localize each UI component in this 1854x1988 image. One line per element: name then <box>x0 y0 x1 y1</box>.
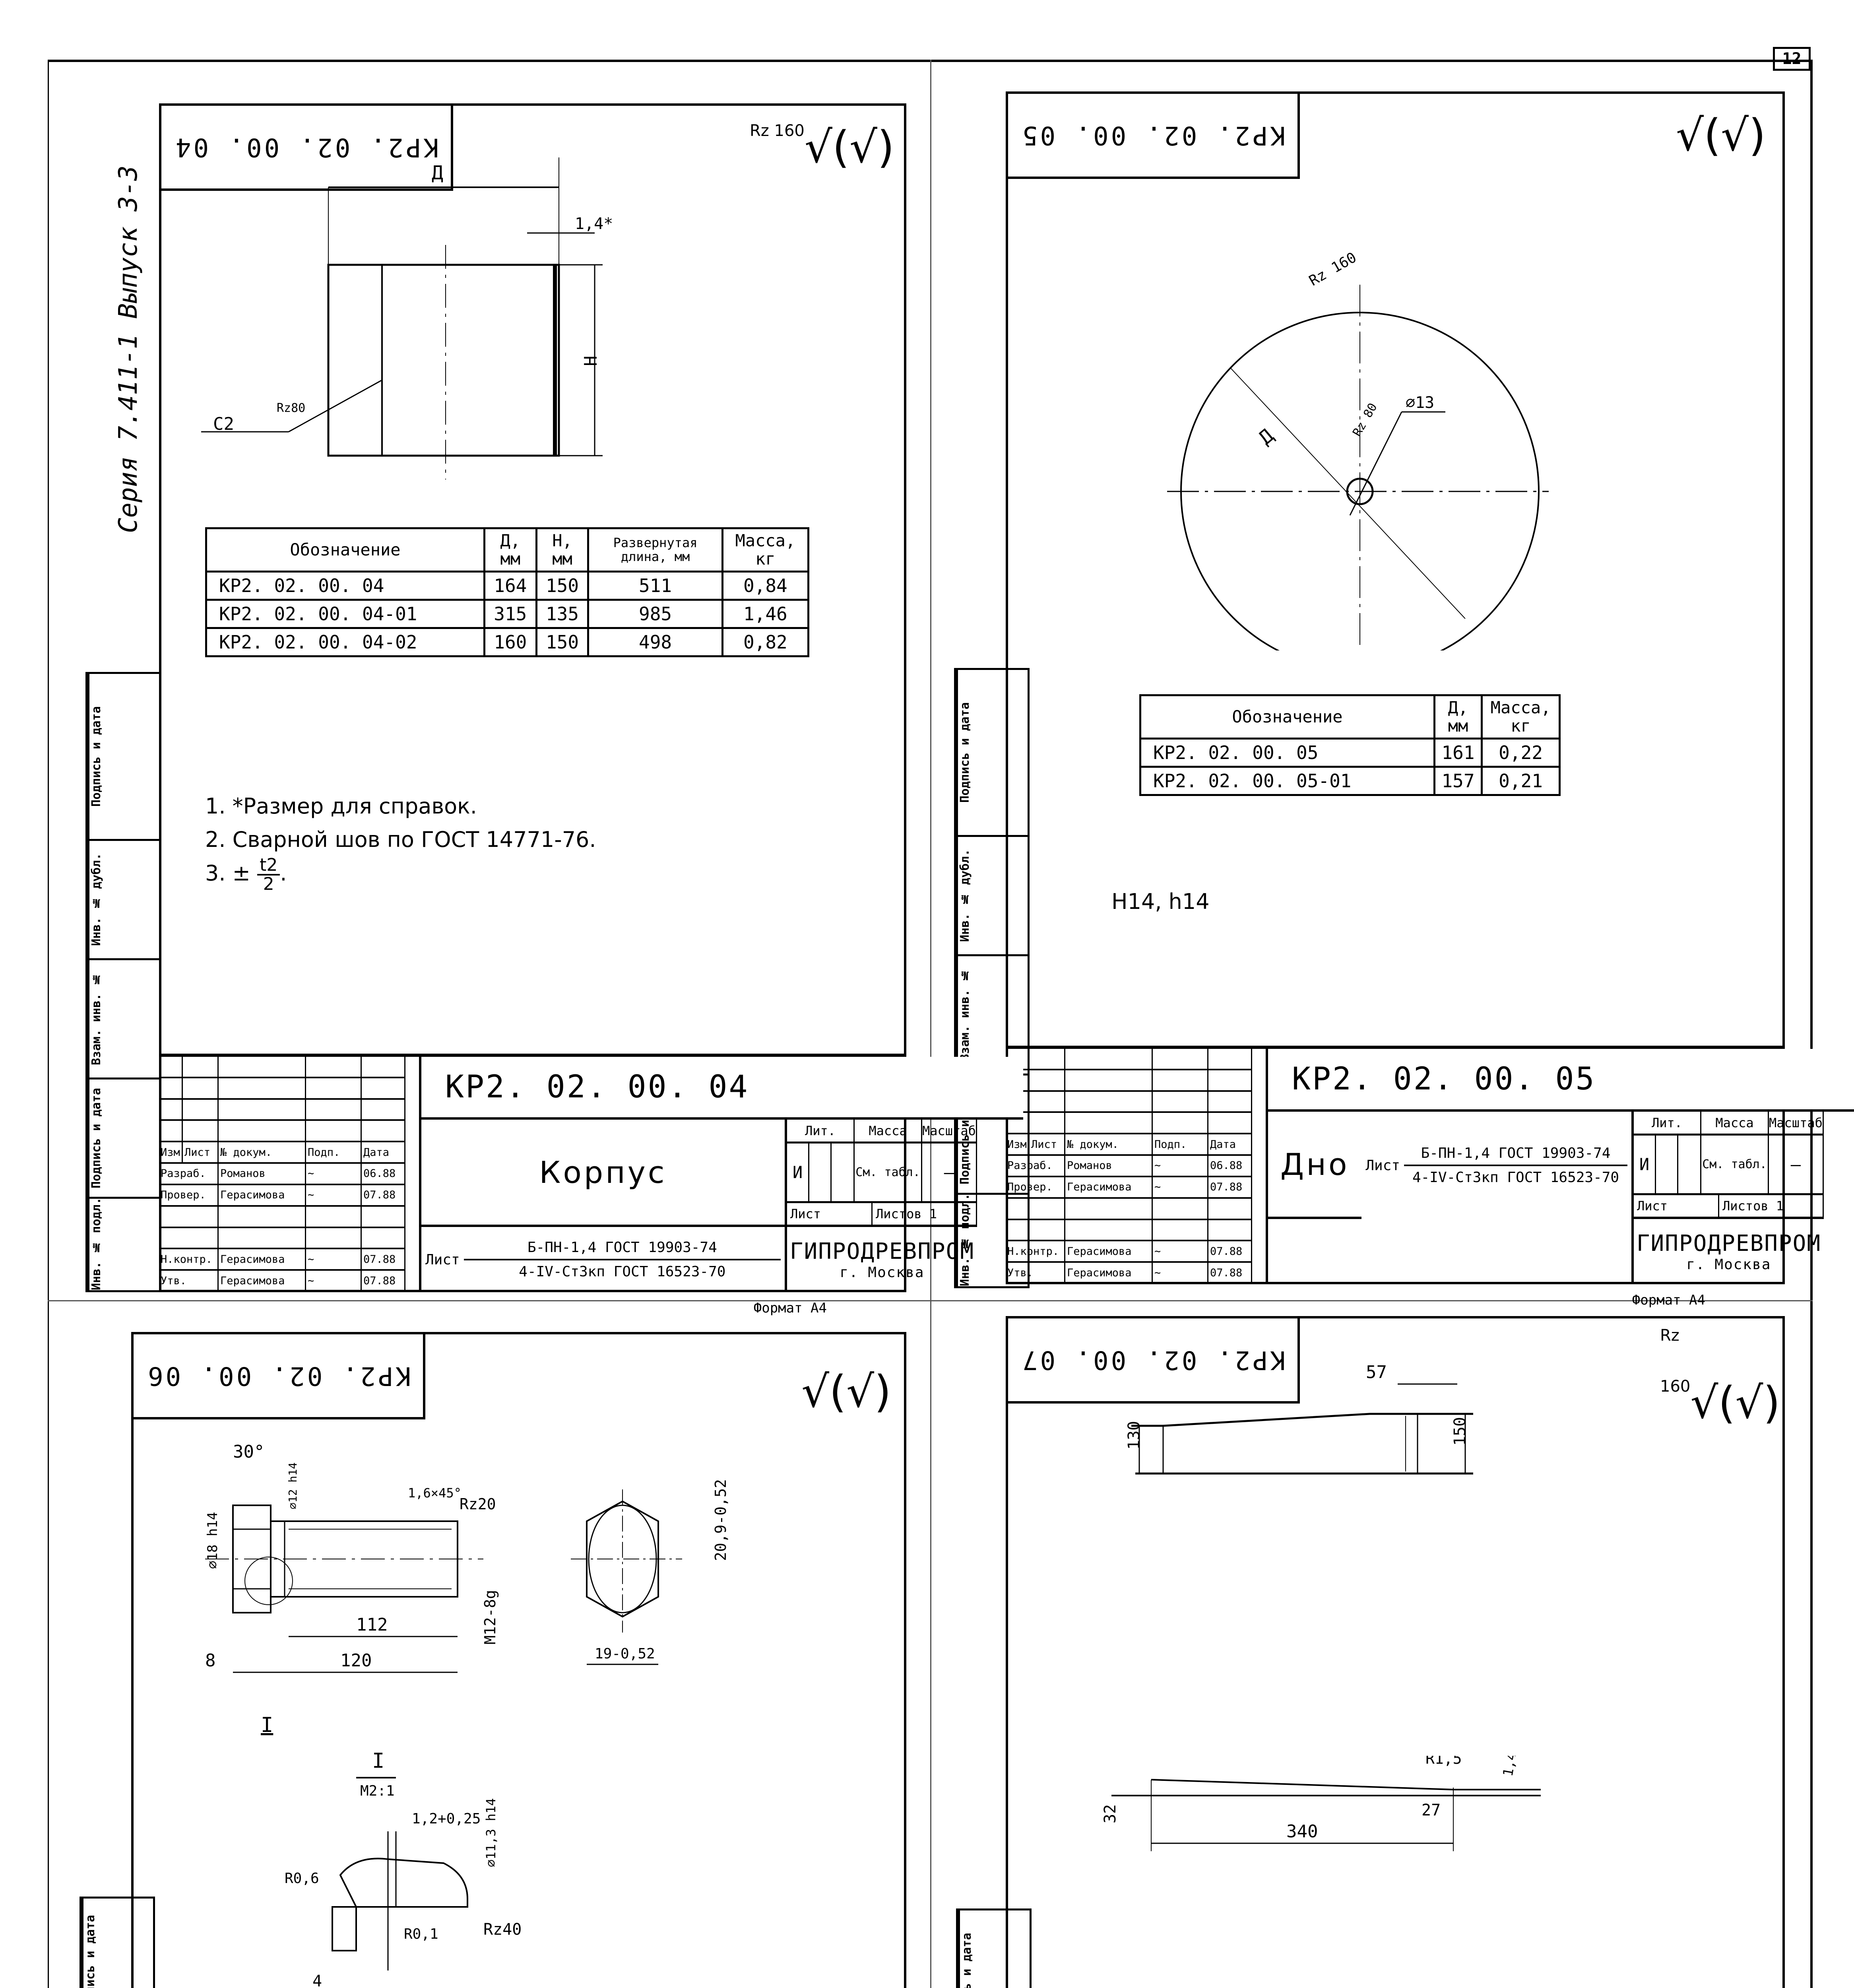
sheet-code-inverted: КР2. 02. 00. 06 <box>131 1332 425 1419</box>
format-label: Формат А4 <box>753 1300 827 1316</box>
svg-text:Д: Д <box>432 162 443 184</box>
roughness-mark: √(√) <box>1676 110 1766 161</box>
svg-text:⌀12 h14: ⌀12 h14 <box>286 1462 299 1509</box>
side-stamp: Подпись и дата Инв. № дубл. Взам. инв. №… <box>956 1908 1032 1988</box>
svg-text:19-0,52: 19-0,52 <box>595 1646 655 1662</box>
table-header: Обозначение Д, мм H, мм Развернутая длин… <box>205 527 810 573</box>
svg-text:⌀13: ⌀13 <box>1406 394 1434 412</box>
dno-notes: H14, h14 <box>1111 889 1210 914</box>
part-name: Корпус <box>421 1120 785 1227</box>
svg-text:1,6×45°: 1,6×45° <box>408 1485 462 1501</box>
svg-text:H: H <box>581 356 601 367</box>
dno-spec-table: Обозначение Д, мм Масса, кг КР2. 02. 00.… <box>1139 694 1561 796</box>
svg-text:1,4*: 1,4* <box>575 215 613 233</box>
vertical-divider <box>930 60 931 1988</box>
svg-text:I: I <box>372 1749 384 1773</box>
svg-text:150: 150 <box>1451 1417 1469 1446</box>
tb-code: КР2. 02. 00. 04 <box>421 1057 1023 1120</box>
page-number: 12 <box>1773 47 1811 71</box>
drawing-sheet-07: КР2. 02. 00. 07 Rz 160√(√) 130 150 57 34… <box>1006 1316 1785 1988</box>
svg-text:340: 340 <box>1286 1821 1318 1842</box>
svg-text:32: 32 <box>1101 1804 1119 1823</box>
svg-text:M2:1: M2:1 <box>360 1783 395 1799</box>
svg-text:R1,5: R1,5 <box>1425 1756 1462 1767</box>
stenka-drawing: 130 150 57 <box>1125 1362 1473 1475</box>
bolt-drawing: 30° ⌀18 h14 ⌀12 h14 1,6×45° Rz20 M12-8g … <box>205 1442 729 1988</box>
korpus-spec-table: Обозначение Д, мм H, мм Развернутая длин… <box>205 527 810 658</box>
roughness-mark: Rz 160√(√) <box>1660 1326 1780 1428</box>
signature: ∼ <box>1153 1263 1208 1284</box>
svg-text:4: 4 <box>312 1972 322 1988</box>
tb-code: КР2. 02. 00. 05 <box>1268 1049 1854 1112</box>
series-label: Серия 7.411-1 Выпуск 3-3 <box>114 165 143 533</box>
svg-text:8: 8 <box>205 1650 216 1671</box>
signature: ∼ <box>1153 1177 1208 1199</box>
svg-text:112: 112 <box>356 1615 388 1635</box>
svg-text:R0,6: R0,6 <box>285 1870 319 1887</box>
dno-drawing: Д ⌀13 Rz 80 Rz 160 <box>1167 249 1549 650</box>
svg-text:30°: 30° <box>233 1442 264 1462</box>
side-stamp: Подпись и дата Инв. № дубл. Взам. инв. №… <box>954 668 1030 1288</box>
svg-text:1,2+0,25: 1,2+0,25 <box>412 1811 481 1827</box>
signature: ∼ <box>306 1185 362 1207</box>
signature: ∼ <box>1153 1156 1208 1177</box>
drawing-sheet-06: КР2. 02. 00. 06 √(√) 30° ⌀18 h14 ⌀12 h14… <box>131 1332 906 1988</box>
svg-text:R0,1: R0,1 <box>404 1926 438 1942</box>
sheet-code-inverted: КР2. 02. 00. 07 <box>1006 1316 1300 1404</box>
svg-text:57: 57 <box>1366 1362 1387 1382</box>
korpus-notes: 1. *Размер для справок. 2. Сварной шов п… <box>205 794 596 894</box>
svg-text:⌀18 h14: ⌀18 h14 <box>205 1512 221 1569</box>
svg-text:Rz20: Rz20 <box>460 1495 496 1513</box>
roughness-mark: √(√) <box>801 1366 892 1417</box>
svg-text:27: 27 <box>1422 1801 1441 1819</box>
stenka-profile: 340 32 27 R1,5 1,4* <box>1101 1756 1541 1851</box>
svg-text:M12-8g: M12-8g <box>481 1590 499 1644</box>
side-stamp: Подпись и дата Инв. № дубл. Взам. инв. №… <box>80 1897 155 1988</box>
drawing-sheet-04: Серия 7.411-1 Выпуск 3-3 КР2. 02. 00. 04… <box>114 103 1023 1316</box>
table-header: Обозначение Д, мм Масса, кг <box>1139 694 1561 740</box>
format-label: Формат А4 <box>1632 1292 1705 1308</box>
sheet-code-inverted: КР2. 02. 00. 05 <box>1006 91 1300 179</box>
svg-text:Rz 160: Rz 160 <box>1306 249 1359 289</box>
side-stamp: Подпись и дата Инв. № дубл. Взам. инв. №… <box>85 672 161 1292</box>
svg-text:Rz 80: Rz 80 <box>1350 401 1380 439</box>
signature: ∼ <box>1153 1241 1208 1263</box>
svg-text:C2: C2 <box>213 414 234 434</box>
svg-text:⌀11,3 h14: ⌀11,3 h14 <box>483 1798 498 1867</box>
svg-text:120: 120 <box>340 1650 372 1671</box>
svg-text:Rz80: Rz80 <box>277 401 305 415</box>
svg-text:20,9-0,52: 20,9-0,52 <box>712 1479 729 1561</box>
signature: ∼ <box>306 1164 362 1185</box>
svg-text:Д: Д <box>1255 425 1278 449</box>
svg-text:1,4*: 1,4* <box>1500 1756 1521 1778</box>
svg-text:I: I <box>261 1713 273 1737</box>
horizontal-divider <box>48 1300 1813 1301</box>
drawing-sheet-05: КР2. 02. 00. 05 √(√) Д ⌀13 Rz 80 Rz 160 … <box>1006 91 1854 1308</box>
signature: ∼ <box>306 1249 362 1271</box>
korpus-drawing: Д H 1,4* C2 Rz80 <box>201 157 613 480</box>
sheet-code-inverted: КР2. 02. 00. 04 <box>159 103 453 191</box>
signature: ∼ <box>306 1271 362 1292</box>
svg-text:130: 130 <box>1125 1421 1143 1450</box>
svg-text:Rz40: Rz40 <box>483 1920 522 1939</box>
part-name: Дно <box>1268 1112 1362 1219</box>
roughness-mark: Rz 160√(√) <box>750 122 894 173</box>
